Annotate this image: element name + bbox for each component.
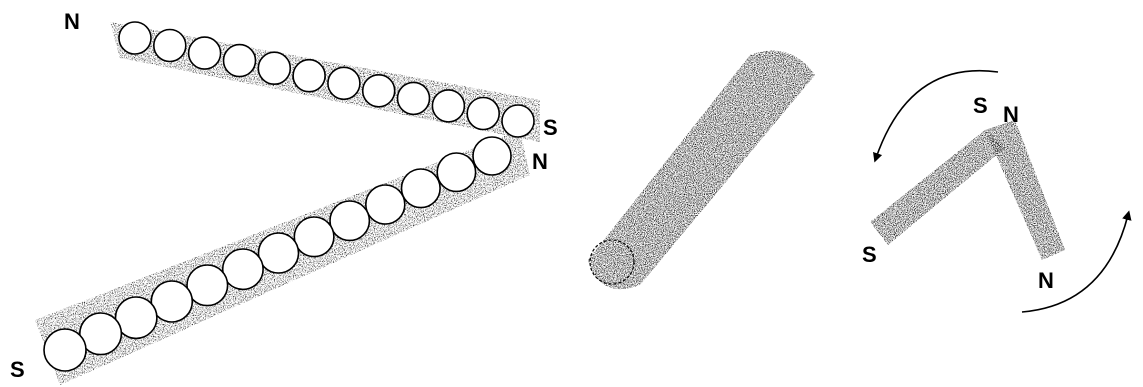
bent-left-arm-inner-pole-label: S bbox=[973, 93, 988, 118]
upper-arm-bead bbox=[224, 45, 256, 77]
lower-arm-bead bbox=[294, 217, 334, 257]
upper-arm-bead bbox=[154, 30, 186, 62]
bent-right-arm-inner-pole-label: N bbox=[1003, 102, 1019, 127]
lower-arm-bead bbox=[259, 233, 299, 273]
upper-arm-start-pole-label: N bbox=[64, 9, 80, 34]
upper-arm-bead bbox=[502, 105, 534, 137]
upper-arm-bead bbox=[258, 52, 290, 84]
rod-figure bbox=[588, 51, 815, 290]
upper-arm-bead bbox=[467, 98, 499, 130]
upper-arm-bead bbox=[293, 60, 325, 92]
bent-left-arm-outer-pole-label: S bbox=[862, 242, 877, 267]
upper-arm-bead bbox=[398, 82, 430, 114]
upper-arm-bead bbox=[363, 75, 395, 107]
lower-arm-beads bbox=[44, 137, 511, 371]
bent-right-arm-outer-pole-label: N bbox=[1038, 268, 1054, 293]
upper-arm-bead bbox=[328, 67, 360, 99]
lower-arm-bead bbox=[44, 329, 86, 371]
lower-arm-bead bbox=[402, 169, 441, 208]
lower-arm-end-pole-label: S bbox=[10, 357, 25, 382]
bead-chain-figure: N S N S bbox=[10, 9, 558, 385]
upper-arm-bead bbox=[189, 37, 221, 69]
lower-arm-bead bbox=[330, 201, 369, 240]
lower-arm-bead bbox=[437, 153, 475, 191]
upper-arm-bead bbox=[432, 90, 464, 122]
lower-arm-start-pole-label: N bbox=[532, 149, 548, 174]
bent-magnet-left-arm bbox=[870, 130, 1005, 245]
lower-arm-bead bbox=[473, 137, 511, 175]
lower-arm-bead bbox=[187, 265, 228, 306]
lower-arm-bead bbox=[223, 249, 263, 289]
lower-arm-bead bbox=[366, 185, 405, 224]
upper-arm-bead bbox=[119, 22, 151, 54]
upper-arm-end-pole-label: S bbox=[543, 115, 558, 140]
bent-magnet-right-arm bbox=[985, 120, 1065, 260]
rod-body bbox=[588, 51, 815, 290]
bent-magnet-figure: S N S N bbox=[862, 71, 1128, 312]
